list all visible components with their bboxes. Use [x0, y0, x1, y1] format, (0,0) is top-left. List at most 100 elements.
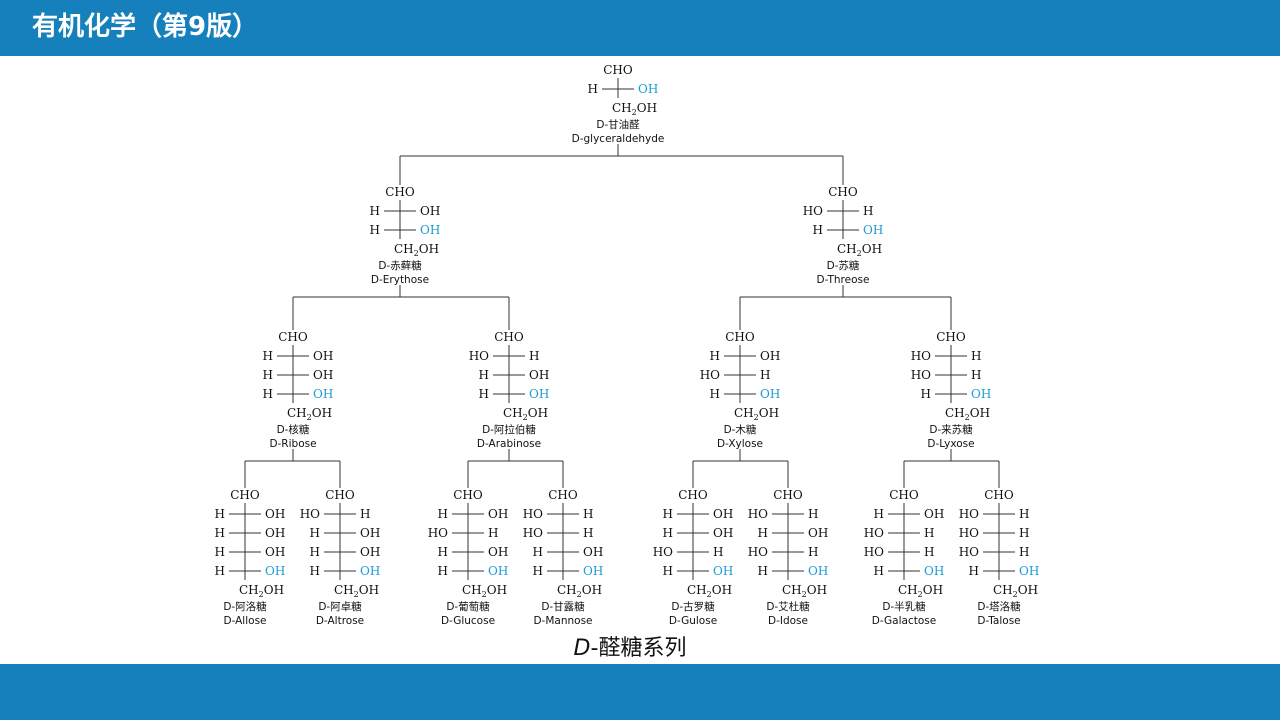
left-substituent: HO [959, 507, 979, 521]
left-substituent: H [215, 545, 225, 559]
configuration-oh: OH [313, 387, 333, 401]
tree-connector [292, 285, 510, 330]
right-substituent: OH [924, 507, 944, 521]
left-substituent: H [310, 545, 320, 559]
left-substituent: H [370, 223, 380, 237]
configuration-oh: OH [760, 387, 780, 401]
right-substituent: OH [488, 545, 508, 559]
sugar-name-cn: D-甘露糖 [541, 600, 585, 613]
sugar-name-en: D-Mannose [533, 615, 592, 627]
ch2oh-group: CH2OH [394, 242, 439, 258]
ch2oh-group: CH2OH [287, 406, 332, 422]
right-substituent: OH [360, 526, 380, 540]
left-substituent: HO [700, 368, 720, 382]
tree-connector [739, 285, 952, 330]
sugar-name-cn: D-木糖 [724, 423, 757, 436]
cho-group: CHO [548, 488, 578, 502]
ch2oh-group: CH2OH [612, 101, 657, 117]
right-substituent: H [360, 507, 370, 521]
configuration-oh: OH [863, 223, 883, 237]
left-substituent: H [663, 507, 673, 521]
cho-group: CHO [828, 185, 858, 199]
right-substituent: H [1019, 545, 1029, 559]
sugar-name-en: D-Ribose [269, 438, 316, 450]
ch2oh-group: CH2OH [993, 583, 1038, 599]
tree-connector [692, 449, 789, 488]
ch2oh-group: CH2OH [239, 583, 284, 599]
sugar-name-cn: D-核糖 [277, 423, 310, 436]
sugar-name-en: D-Xylose [717, 438, 763, 450]
sugar-name-cn: D-阿洛糖 [223, 600, 267, 613]
ch2oh-group: CH2OH [557, 583, 602, 599]
cho-group: CHO [725, 330, 755, 344]
tree-connector [399, 144, 844, 185]
right-substituent: H [583, 526, 593, 540]
sugar-name-cn: D-甘油醛 [596, 118, 640, 131]
right-substituent: OH [808, 526, 828, 540]
ch2oh-group: CH2OH [734, 406, 779, 422]
cho-group: CHO [278, 330, 308, 344]
ch2oh-group: CH2OH [782, 583, 827, 599]
right-substituent: H [924, 545, 934, 559]
left-substituent: HO [864, 545, 884, 559]
left-substituent: H [479, 387, 489, 401]
sugar-name-en: D-Erythose [371, 274, 429, 286]
sugar-name-cn: D-塔洛糖 [977, 600, 1021, 613]
cho-group: CHO [385, 185, 415, 199]
sugar-name-cn: D-古罗糖 [671, 600, 715, 613]
configuration-oh: OH [713, 564, 733, 578]
cho-group: CHO [936, 330, 966, 344]
sugar-name-en: D-Glucose [441, 615, 495, 627]
left-substituent: H [663, 526, 673, 540]
sugar-name-cn: D-来苏糖 [929, 423, 973, 436]
cho-group: CHO [453, 488, 483, 502]
tree-connector [244, 449, 341, 488]
caption-text: -醛糖系列 [590, 636, 687, 661]
right-substituent: H [863, 204, 873, 218]
left-substituent: H [588, 82, 598, 96]
left-substituent: H [758, 564, 768, 578]
configuration-oh: OH [808, 564, 828, 578]
right-substituent: OH [360, 545, 380, 559]
left-substituent: HO [523, 526, 543, 540]
configuration-oh: OH [529, 387, 549, 401]
tree-connector [903, 449, 1000, 488]
configuration-oh: OH [638, 82, 658, 96]
sugar-name-cn: D-赤藓糖 [378, 259, 422, 272]
left-substituent: HO [469, 349, 489, 363]
left-substituent: H [813, 223, 823, 237]
right-substituent: OH [420, 204, 440, 218]
configuration-oh: OH [924, 564, 944, 578]
left-substituent: H [874, 507, 884, 521]
left-substituent: HO [959, 526, 979, 540]
right-substituent: H [583, 507, 593, 521]
cho-group: CHO [494, 330, 524, 344]
cho-group: CHO [889, 488, 919, 502]
left-substituent: H [438, 507, 448, 521]
configuration-oh: OH [488, 564, 508, 578]
diagram-caption: D-醛糖系列 [0, 634, 1260, 664]
cho-group: CHO [773, 488, 803, 502]
right-substituent: H [1019, 507, 1029, 521]
configuration-oh: OH [583, 564, 603, 578]
caption-d-prefix: D [573, 636, 591, 661]
sugar-name-cn: D-苏糖 [827, 259, 860, 272]
left-substituent: H [969, 564, 979, 578]
left-substituent: HO [803, 204, 823, 218]
right-substituent: H [971, 368, 981, 382]
left-substituent: H [438, 545, 448, 559]
left-substituent: HO [300, 507, 320, 521]
left-substituent: HO [428, 526, 448, 540]
right-substituent: H [808, 545, 818, 559]
cho-group: CHO [984, 488, 1014, 502]
left-substituent: H [758, 526, 768, 540]
